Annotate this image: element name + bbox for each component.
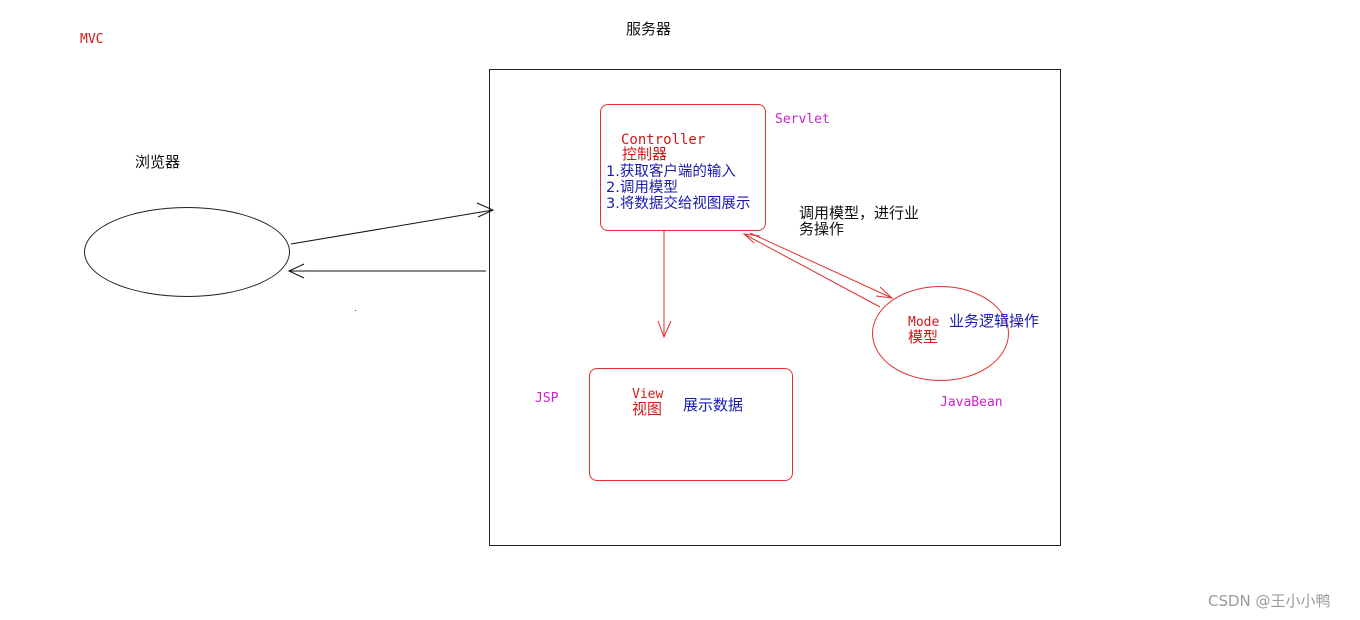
call-model-text-1: 调用模型，进行业 <box>799 204 920 222</box>
servlet-label: Servlet <box>775 112 830 127</box>
model-title-en: Mode <box>908 315 940 330</box>
browser-ellipse <box>84 207 290 297</box>
request-arrow <box>290 202 495 245</box>
mvc-title: MVC <box>80 32 104 47</box>
response-arrow <box>287 263 486 279</box>
controller-step-3: 3.将数据交给视图展示 <box>606 196 751 212</box>
controller-to-view-arrow <box>657 231 672 339</box>
controller-model-arrows <box>742 232 894 308</box>
watermark: CSDN @王小小鸭 <box>1208 592 1331 610</box>
browser-label: 浏览器 <box>135 153 181 171</box>
model-desc: 业务逻辑操作 <box>949 312 1040 330</box>
controller-box <box>600 104 766 231</box>
server-box <box>489 69 1061 546</box>
controller-step-2: 2.调用模型 <box>606 180 678 196</box>
model-title-cn: 模型 <box>908 328 939 346</box>
server-label: 服务器 <box>626 20 672 38</box>
controller-title-cn: 控制器 <box>622 145 668 163</box>
view-box <box>589 368 793 481</box>
model-ellipse <box>872 286 1009 381</box>
stray-dot: . <box>354 304 357 313</box>
call-model-text-2: 务操作 <box>799 220 845 238</box>
jsp-label: JSP <box>535 391 559 406</box>
javabean-label: JavaBean <box>940 395 1003 410</box>
controller-step-1: 1.获取客户端的输入 <box>606 164 736 180</box>
view-title-cn: 视图 <box>632 400 663 418</box>
view-title-en: View <box>632 387 664 402</box>
controller-title-en: Controller <box>621 132 706 148</box>
view-desc: 展示数据 <box>683 396 744 414</box>
